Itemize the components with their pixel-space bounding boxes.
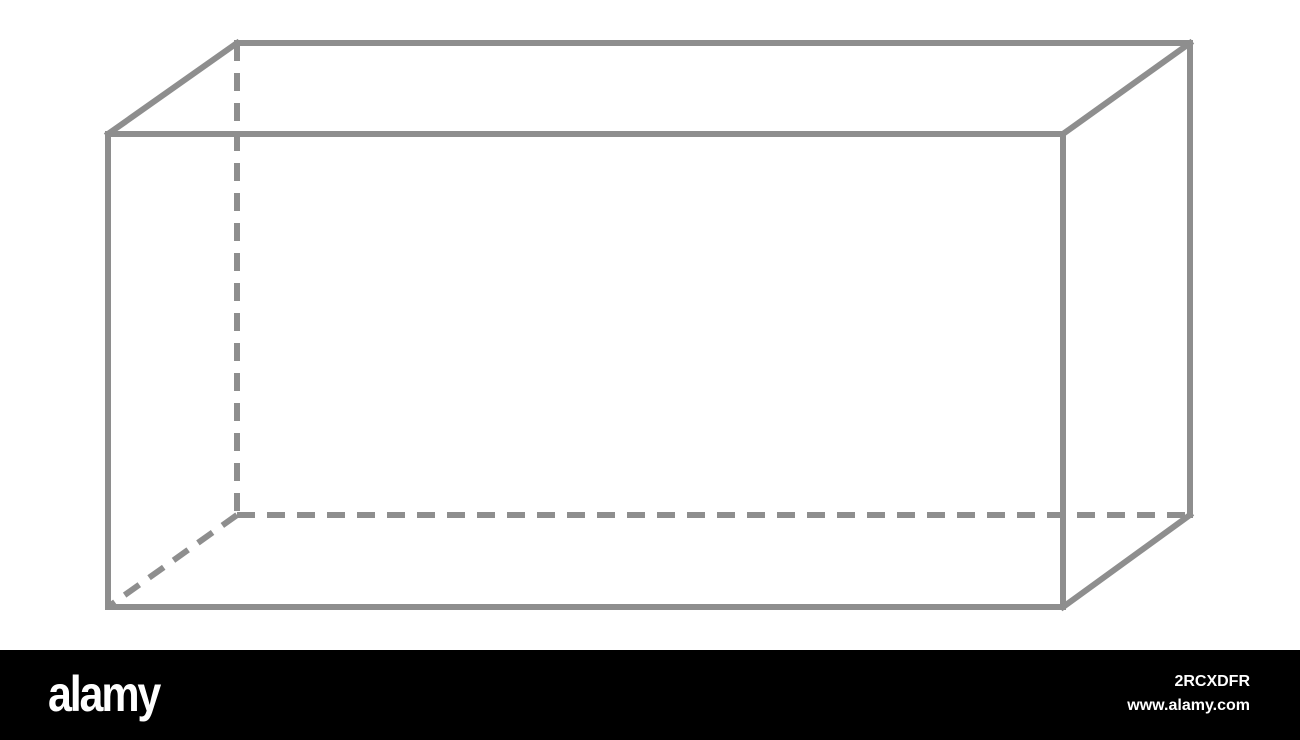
rectangular-prism-diagram xyxy=(103,38,1195,612)
bottom-right-connector-edge xyxy=(1058,510,1195,612)
top-right-connector-edge xyxy=(1058,38,1195,139)
hidden-bottom-left-connector-edge xyxy=(106,512,239,610)
image-id-label: 2RCXDFR xyxy=(1174,673,1250,690)
diagram-canvas xyxy=(103,38,1195,612)
alamy-logo: alamy xyxy=(48,666,161,722)
site-url-label: www.alamy.com xyxy=(1127,697,1250,714)
top-left-connector-edge xyxy=(103,38,242,139)
watermark-footer-bar: alamy 2RCXDFR www.alamy.com xyxy=(0,650,1300,740)
